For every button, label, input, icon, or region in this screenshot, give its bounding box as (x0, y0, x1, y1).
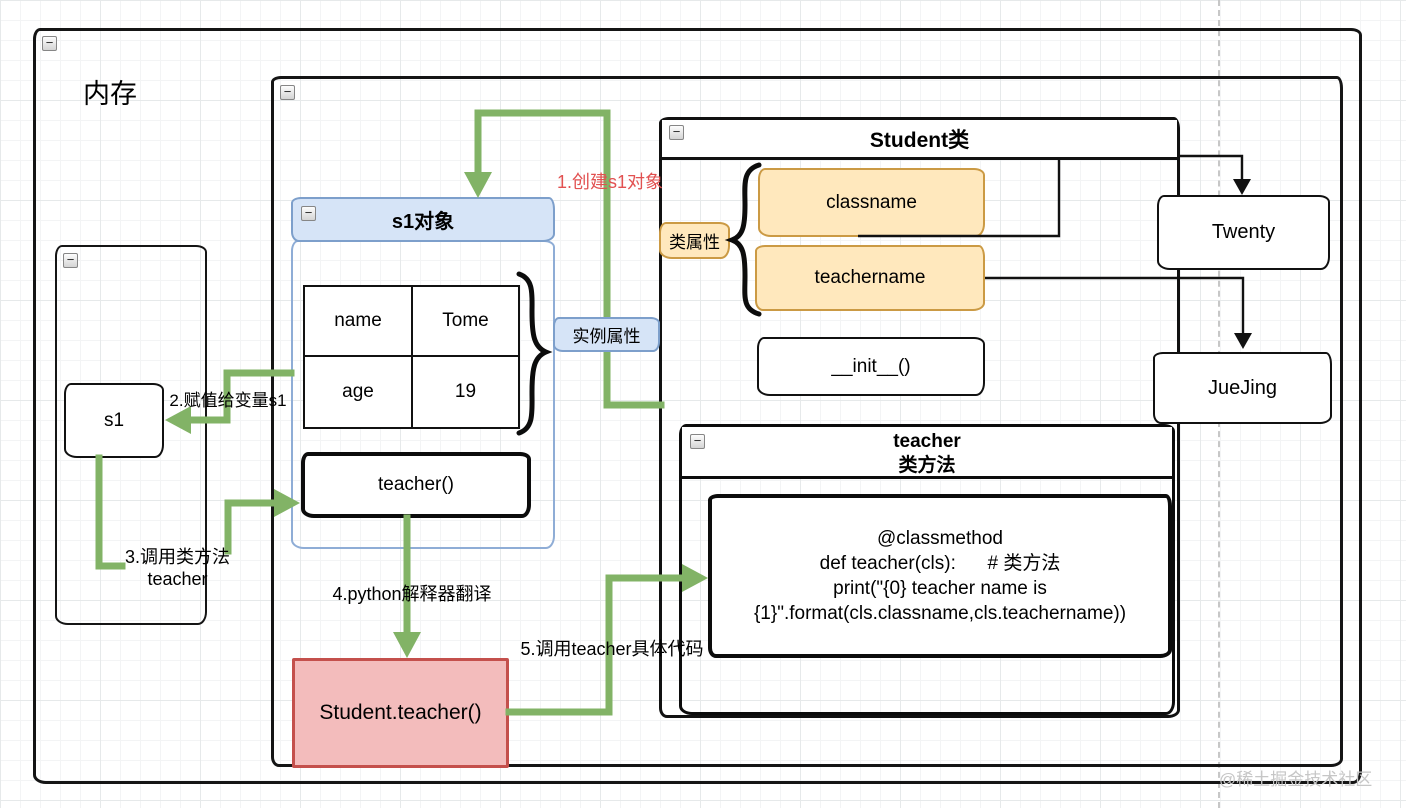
step3-label: 3.调用类方法 teacher (105, 546, 250, 590)
init-method-box: __init__() (757, 337, 985, 396)
teacher-method-box: teacher 类方法 (679, 424, 1175, 715)
collapse-icon[interactable]: − (669, 125, 684, 140)
teachername-attr-box: teachername (755, 245, 985, 311)
table-cell-age-val: 19 (454, 381, 477, 402)
init-method-label: __init__() (831, 355, 911, 377)
step3-line1: 3.调用类方法 (124, 547, 230, 567)
student-class-header: Student类 (662, 120, 1177, 160)
table-cell-name-key: name (305, 287, 413, 357)
step4-label: 4.python解释器翻译 (332, 584, 492, 604)
step5-label: 5.调用teacher具体代码 (520, 639, 704, 659)
table-cell-age-key: age (305, 357, 413, 427)
twenty-label: Twenty (1211, 221, 1276, 243)
teacher-fn-box: teacher() (301, 452, 531, 518)
collapse-icon[interactable]: − (280, 85, 295, 100)
collapse-icon[interactable]: − (301, 206, 316, 221)
s1-attr-table: name Tome age 19 (303, 285, 520, 429)
teachername-attr-label: teachername (814, 267, 926, 288)
outer-canvas-box (33, 28, 1362, 784)
memory-label: 内存 (83, 79, 137, 109)
teacher-method-subtitle: 类方法 (898, 455, 956, 476)
watermark: @稀土掘金技术社区 (1219, 770, 1373, 789)
left-variable-box (55, 245, 207, 625)
table-cell-name-val: Tome (413, 287, 518, 357)
juejing-label: JueJing (1208, 376, 1277, 399)
class-attrs-tag-label: 类属性 (669, 233, 720, 252)
s1-object-title: s1对象 (391, 211, 455, 233)
juejing-value-box: JueJing (1153, 352, 1332, 424)
s1-object-header: s1对象 (291, 197, 555, 242)
code-line-4: {1}".format(cls.classname,cls.teachernam… (753, 603, 1127, 624)
instance-attrs-tag: 实例属性 (553, 317, 660, 352)
student-teacher-call-box: Student.teacher() (292, 658, 509, 768)
step3-line2: teacher (147, 569, 208, 589)
student-teacher-call-label: Student.teacher() (319, 701, 482, 724)
teacher-method-title: teacher (893, 431, 961, 452)
twenty-value-box: Twenty (1157, 195, 1330, 270)
class-attrs-tag: 类属性 (659, 222, 730, 259)
collapse-icon[interactable]: − (63, 253, 78, 268)
collapse-icon[interactable]: − (690, 434, 705, 449)
classname-attr-box: classname (758, 168, 985, 237)
classname-attr-label: classname (826, 191, 917, 213)
teacher-code-box: @classmethod def teacher(cls): # 类方法 pri… (708, 494, 1172, 658)
code-line-3: print("{0} teacher name is (833, 578, 1047, 599)
step2-label: 2.赋值给变量s1 (169, 391, 287, 410)
s1-variable-box: s1 (64, 383, 164, 458)
collapse-icon[interactable]: − (42, 36, 57, 51)
code-line-1: @classmethod (877, 528, 1003, 549)
teacher-method-header: teacher 类方法 (682, 427, 1172, 479)
code-line-2: def teacher(cls): # 类方法 (819, 553, 1061, 574)
teacher-fn-label: teacher() (377, 474, 455, 495)
instance-attrs-tag-label: 实例属性 (572, 327, 641, 346)
step1-label: 1.创建s1对象 (556, 172, 664, 192)
s1-variable-label: s1 (103, 409, 125, 431)
student-class-title: Student类 (869, 128, 970, 152)
